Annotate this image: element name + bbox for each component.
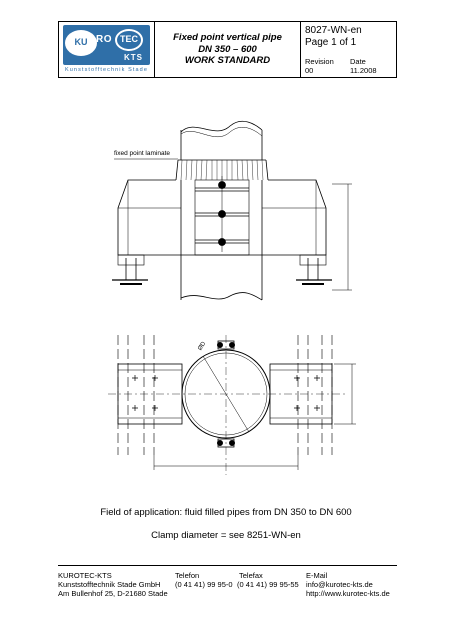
meta-cell: 8027-WN-en Page 1 of 1 Revision Date 00 … (301, 22, 396, 77)
page-number: Page 1 of 1 (305, 37, 357, 48)
telefax-label: Telefax (239, 571, 263, 580)
date-label: Date (350, 57, 366, 66)
footer-telefon: Telefon (0 41 41) 99 95-0 (175, 571, 233, 589)
top-view (108, 335, 356, 475)
logo-subtitle: Kunststofftechnik Stade (65, 67, 148, 73)
title-line-1: Fixed point vertical pipe (173, 32, 282, 44)
title-cell: Fixed point vertical pipe DN 350 – 600 W… (155, 22, 301, 77)
email-label: E-Mail (306, 571, 328, 580)
logo-tec: TEC (120, 34, 138, 44)
telefon-value: (0 41 41) 99 95-0 (175, 580, 233, 589)
footer: KUROTEC-KTS Kunststofftechnik Stade GmbH… (58, 565, 397, 606)
date-value: 11.2008 (350, 66, 377, 75)
field-of-application: Field of application: fluid filled pipes… (100, 507, 352, 518)
footer-telefax: Telefax (0 41 41) 99 95-55 (237, 571, 299, 589)
logo-ku: KU (74, 37, 88, 47)
revision-value: 00 (305, 66, 314, 75)
header-table: KU RO TEC KTS Kunststofftechnik Stade Fi… (58, 21, 397, 78)
company-logo: KU RO TEC KTS (63, 25, 150, 65)
diameter-label: ØD (197, 340, 207, 351)
email-link[interactable]: info@kurotec-kts.de (306, 580, 373, 589)
logo-ro: RO (96, 34, 112, 45)
revision-label: Revision (305, 57, 334, 66)
side-view (112, 120, 352, 301)
telefon-label: Telefon (175, 571, 200, 580)
logo-kts: KTS (124, 53, 143, 62)
logo-oval: KU (65, 30, 97, 56)
doc-number: 8027-WN-en (305, 25, 362, 36)
telefax-value: (0 41 41) 99 95-55 (237, 580, 299, 589)
footer-company: KUROTEC-KTS Kunststofftechnik Stade GmbH… (58, 571, 168, 598)
logo-cell: KU RO TEC KTS Kunststofftechnik Stade (59, 22, 155, 77)
clamp-diameter-note: Clamp diameter = see 8251-WN-en (151, 530, 301, 541)
title-line-2: DN 350 – 600 (198, 43, 257, 55)
footer-contact: E-Mail info@kurotec-kts.de http://www.ku… (306, 571, 390, 598)
laminate-label: fixed point laminate (114, 150, 171, 157)
company-address: Am Bullenhof 25, D-21680 Stade (58, 589, 168, 598)
bolt-marks (132, 375, 320, 411)
title-line-3: WORK STANDARD (184, 55, 271, 67)
laminate-hatch (180, 159, 264, 181)
website-link[interactable]: http://www.kurotec-kts.de (306, 589, 390, 598)
company-name: KUROTEC-KTS (58, 571, 112, 580)
logo-tec-oval: TEC (115, 29, 143, 51)
company-legal-name: Kunststofftechnik Stade GmbH (58, 580, 161, 589)
